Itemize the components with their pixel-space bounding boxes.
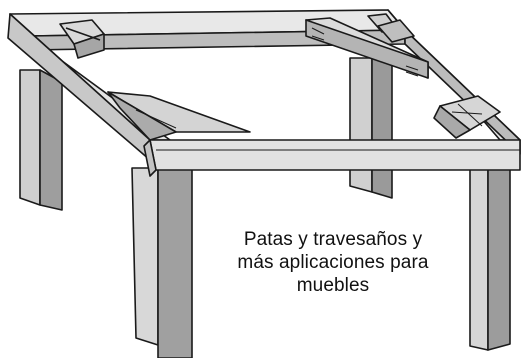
- corner-brace-back-right: [305, 17, 429, 79]
- corner-block-back-right: [367, 13, 415, 43]
- back-right-leg: [349, 57, 393, 199]
- front-rail: [143, 139, 521, 177]
- caption-text: Patas y travesaños y más aplicaciones pa…: [208, 228, 458, 297]
- front-left-leg: [131, 167, 193, 358]
- corner-brace-back-left: [59, 19, 105, 59]
- caption-line-2: más aplicaciones para: [237, 252, 429, 273]
- caption-line-1: Patas y travesaños y: [243, 229, 423, 250]
- caption-line-3: muebles: [296, 275, 370, 296]
- front-right-leg: [469, 159, 511, 351]
- back-left-leg: [19, 69, 63, 211]
- corner-brace-front-left: [107, 91, 251, 141]
- corner-brace-front-right: [433, 95, 501, 139]
